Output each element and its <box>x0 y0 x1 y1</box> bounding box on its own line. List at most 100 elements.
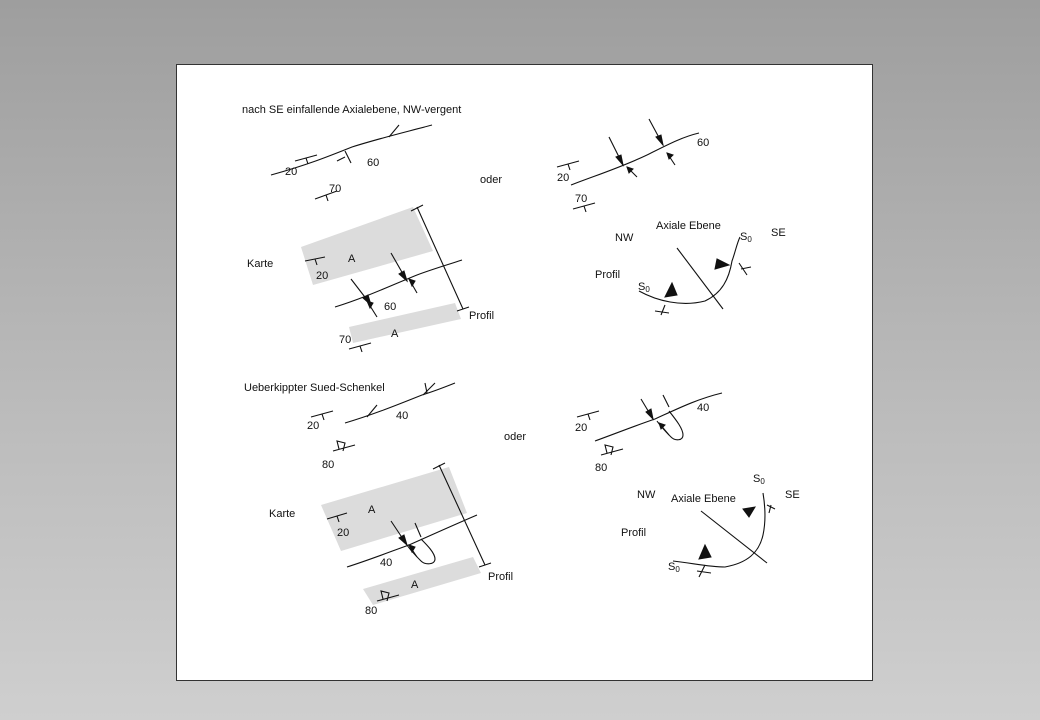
dip-value: 40 <box>396 410 408 422</box>
axial-plane-label: Axiale Ebene <box>671 493 736 505</box>
top-title: nach SE einfallende Axialebene, NW-verge… <box>242 104 461 116</box>
overturned-symbol <box>376 590 400 602</box>
strike-dip-symbol <box>310 410 334 421</box>
outcrop-band <box>321 467 467 551</box>
axial-plane-label: Axiale Ebene <box>656 220 721 232</box>
dip-value: 80 <box>322 459 334 471</box>
overturned-symbol <box>600 444 624 456</box>
diagram-sheet: nach SE einfallende Axialebene, NW-verge… <box>176 64 873 681</box>
profil-label: Profil <box>595 269 620 281</box>
s0-label: S0 <box>638 281 650 294</box>
dip-value: 20 <box>337 527 349 539</box>
dip-value: 40 <box>380 557 392 569</box>
unit-a-label: A <box>411 579 419 591</box>
strike-dip-symbol <box>314 190 338 202</box>
dip-value: 60 <box>367 157 379 169</box>
profil-label: Profil <box>621 527 646 539</box>
dip-value: 70 <box>339 334 351 346</box>
dip-value: 70 <box>329 183 341 195</box>
facing-tick <box>654 304 670 316</box>
bottom-map-a-trace <box>344 382 456 424</box>
top-karte: Karte A A 20 60 70 Profil <box>247 204 494 353</box>
s0-label: S0 <box>753 473 765 486</box>
fold-bed-s0 <box>638 236 741 304</box>
vergence-arrow <box>698 543 712 560</box>
nw-label: NW <box>615 232 634 244</box>
axial-trace-mark <box>344 150 352 164</box>
profil-label: Profil <box>469 310 494 322</box>
geology-diagram: nach SE einfallende Axialebene, NW-verge… <box>242 104 800 617</box>
dip-value: 20 <box>557 172 569 184</box>
strike-dip-symbol <box>576 410 600 421</box>
s0-label: S0 <box>668 561 680 574</box>
strike-dip-symbol <box>348 342 372 353</box>
dip-value: 20 <box>575 422 587 434</box>
facing-tick <box>696 564 712 578</box>
bottom-map-b: 20 40 80 <box>575 392 723 474</box>
strike-dip-symbol <box>556 160 580 171</box>
overturned-hinge <box>656 410 684 441</box>
arrowhead <box>366 300 374 310</box>
fold-bed-s0 <box>672 492 766 568</box>
se-label: SE <box>771 227 786 239</box>
axial-trace-mark <box>662 394 670 408</box>
overturned-symbol <box>332 440 356 452</box>
axial-plane-trace <box>676 247 724 310</box>
profil-label: Profil <box>488 571 513 583</box>
axial-trace-mark <box>422 382 436 396</box>
dip-value: 80 <box>595 462 607 474</box>
unit-a-label: A <box>348 253 356 265</box>
bottom-section: NW SE Axiale Ebene Profil S0 S0 <box>621 473 800 578</box>
strike-dip-symbol <box>326 512 348 523</box>
dip-value: 60 <box>384 301 396 313</box>
strike-dip-symbol <box>304 256 326 266</box>
arrowhead <box>626 166 634 174</box>
top-map-a: 20 60 70 <box>270 124 433 202</box>
vergence-arrow <box>664 281 678 298</box>
outcrop-band <box>301 207 433 285</box>
arrowhead <box>655 134 664 147</box>
profile-line <box>410 204 470 312</box>
dip-value: 20 <box>307 420 319 432</box>
arrowhead <box>645 408 654 421</box>
dip-value: 80 <box>365 605 377 617</box>
axial-trace-mark <box>336 156 346 162</box>
unit-a-label: A <box>368 504 376 516</box>
strike-dip-symbol <box>294 154 318 165</box>
karte-label: Karte <box>269 508 295 520</box>
top-map-b: 20 60 70 <box>556 118 709 213</box>
arrowhead <box>398 270 408 283</box>
arrowhead <box>658 422 666 430</box>
dip-value: 40 <box>697 402 709 414</box>
dip-value: 20 <box>316 270 328 282</box>
axial-trace-mark <box>388 124 400 138</box>
profile-line <box>432 462 492 568</box>
strike-dip-symbol <box>572 202 596 213</box>
top-map-b-trace <box>570 132 700 186</box>
facing-tick <box>766 504 776 514</box>
arrowhead <box>666 152 674 160</box>
top-oder: oder <box>480 174 502 186</box>
s0-label: S0 <box>740 231 752 244</box>
axial-plane-trace <box>700 510 768 564</box>
arrowhead <box>615 154 624 167</box>
bottom-oder: oder <box>504 431 526 443</box>
axial-trace-mark <box>366 404 378 418</box>
bottom-map-a: 20 40 80 <box>307 382 456 471</box>
outcrop-band <box>363 557 481 605</box>
top-map-a-trace <box>270 124 433 176</box>
bottom-karte: Karte A A 20 40 80 Profil <box>269 462 513 617</box>
unit-a-label: A <box>391 328 399 340</box>
dip-value: 70 <box>575 193 587 205</box>
vergence-arrow <box>714 258 731 270</box>
facing-tick <box>738 262 752 276</box>
vergence-arrow <box>742 506 756 518</box>
karte-label: Karte <box>247 258 273 270</box>
bottom-title: Ueberkippter Sued-Schenkel <box>244 382 385 394</box>
arrowhead <box>408 278 416 288</box>
axial-trace-mark <box>414 522 422 538</box>
overturned-hinge <box>406 538 436 565</box>
arrowhead <box>408 544 416 554</box>
dip-value: 20 <box>285 166 297 178</box>
fold-axis-trace <box>334 259 463 308</box>
